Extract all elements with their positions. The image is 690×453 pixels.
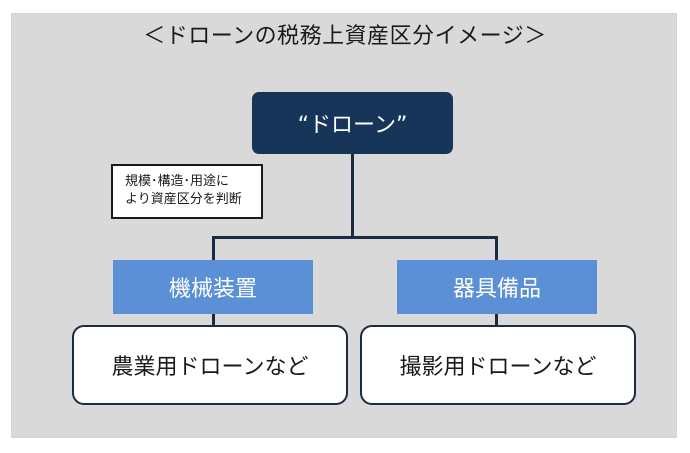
connector-right-lower [495,314,498,326]
connector-trunk [351,154,354,238]
connector-right-branch [495,236,498,261]
diagram-title: ＜ドローンの税務上資産区分イメージ＞ [143,24,547,49]
example-filming-drone: 撮影用ドローンなど [360,325,636,405]
category-machinery: 機械装置 [113,260,313,314]
connector-left-branch [212,236,215,261]
root-node-drone: “ドローン” [252,92,453,154]
note-box: 規模･構造･用途に より資産区分を判断 [111,164,263,219]
connector-horizontal [212,236,498,239]
note-line-2: より資産区分を判断 [125,192,242,207]
example-agricultural-drone: 農業用ドローンなど [72,325,348,405]
connector-left-lower [212,314,215,326]
note-line-1: 規模･構造･用途に [125,174,230,189]
category-equipment: 器具備品 [397,260,597,314]
